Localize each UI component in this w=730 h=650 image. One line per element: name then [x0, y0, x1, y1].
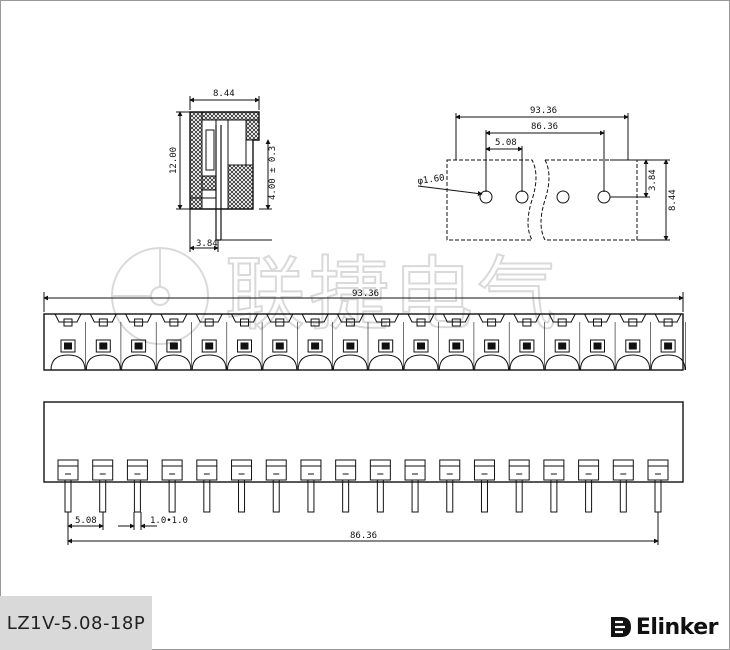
terminal-cell	[85, 313, 122, 371]
watermark: 联捷电气	[111, 247, 561, 345]
pin	[439, 459, 461, 513]
side-pin-height-label: 4.00 ± 0.3	[268, 146, 278, 200]
side-height-label: 12.00	[169, 147, 179, 174]
terminal-cell	[50, 313, 86, 371]
side-pin-offset-label: 3.84	[196, 239, 218, 249]
terminal-cell	[297, 313, 334, 371]
brand-logo: Elinker	[609, 612, 719, 642]
pin	[578, 459, 600, 513]
pin	[161, 459, 183, 513]
pin	[265, 459, 287, 513]
bottom-view: 5.08 1.0•1.0 86.36	[43, 401, 684, 545]
pin	[335, 459, 357, 513]
hole-pitch-label: 5.08	[495, 138, 517, 148]
pin	[404, 459, 426, 513]
watermark-text: 联捷电气	[225, 248, 561, 341]
side-width-label: 8.44	[213, 89, 235, 99]
terminal-cell	[509, 313, 545, 371]
hole-total-label: 93.36	[530, 106, 557, 116]
terminal-cell	[580, 313, 616, 371]
terminal-cell	[474, 313, 510, 371]
brand-name: Elinker	[635, 614, 719, 640]
terminal-cell	[227, 313, 263, 371]
model-code-tag: LZ1V-5.08-18P	[0, 596, 152, 650]
front-length-label: 93.36	[352, 289, 379, 299]
model-code: LZ1V-5.08-18P	[6, 612, 146, 634]
terminal-cell	[438, 313, 475, 371]
hole-layout-view: 93.36 86.36 5.08 φ1.60 3.84 8.44	[417, 106, 678, 241]
terminal-cell	[262, 313, 298, 371]
terminal-cell	[191, 313, 228, 371]
pin	[369, 459, 391, 513]
terminal-cell	[121, 313, 157, 371]
bottom-span-label: 86.36	[350, 531, 377, 541]
terminal-cell	[403, 313, 439, 371]
pin	[612, 459, 634, 513]
pin	[543, 459, 565, 513]
terminal-cell	[544, 313, 581, 371]
pin	[508, 459, 530, 513]
pin	[647, 459, 669, 513]
bottom-pin-label: 1.0•1.0	[150, 516, 188, 526]
terminal-cell	[615, 313, 651, 371]
pin	[196, 459, 218, 513]
hole-span-label: 86.36	[531, 122, 558, 132]
elinker-logo-icon	[610, 617, 631, 637]
terminal-cell	[368, 313, 404, 371]
hole-row-label: 3.84	[648, 169, 658, 191]
pin	[92, 459, 114, 513]
pin	[57, 459, 79, 513]
side-section-view: 8.44 12.00 4.00 ± 0.3 3.84	[169, 89, 278, 252]
front-view: 93.36	[43, 289, 687, 371]
bottom-pitch-label: 5.08	[75, 516, 97, 526]
terminal-cell	[156, 313, 192, 371]
pin	[473, 459, 495, 513]
hole-depth-label: 8.44	[668, 189, 678, 211]
pin	[126, 459, 148, 513]
pin	[300, 459, 322, 513]
terminal-cell	[332, 313, 369, 371]
terminal-cell	[650, 313, 687, 371]
pin	[231, 459, 253, 513]
hole-dia-label: φ1.60	[417, 173, 445, 187]
